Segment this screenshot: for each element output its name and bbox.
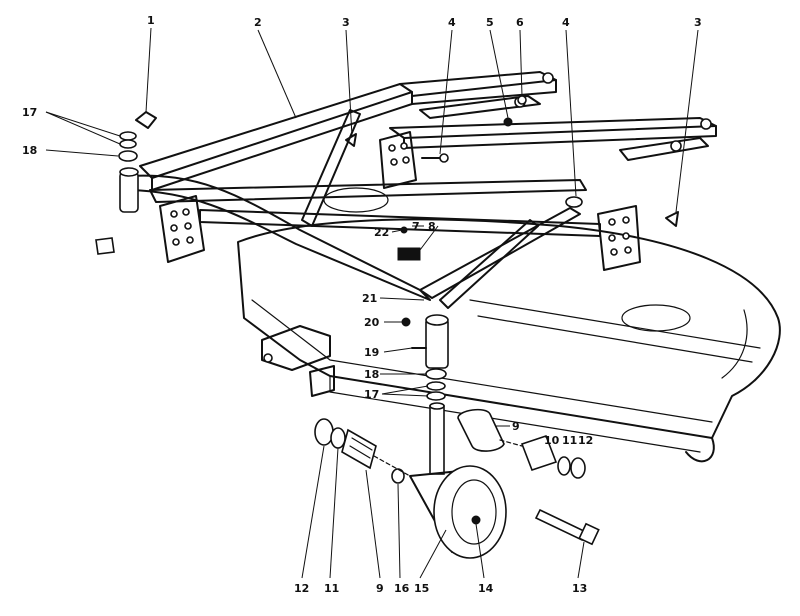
washer-17-center-b (426, 391, 446, 401)
callout-5: 5 (486, 16, 494, 29)
callout-9-left: 9 (376, 582, 384, 595)
nut-20 (401, 317, 411, 327)
callout-3-right: 3 (694, 16, 702, 29)
washer-12-left (314, 418, 334, 446)
adjustment-pad (397, 247, 421, 261)
callout-4-left: 4 (448, 16, 456, 29)
nut-5 (503, 117, 513, 127)
pivot-left-rear (542, 72, 554, 84)
callout-15: 15 (414, 582, 429, 595)
callout-6: 6 (516, 16, 524, 29)
callout-12-left: 12 (294, 582, 309, 595)
callout-labels: 1 2 3 4 5 6 4 3 17 18 22 7 8 21 20 19 18… (22, 14, 702, 595)
part-1-clip (135, 111, 157, 129)
pivot-right-rear (700, 118, 712, 130)
washer-11-left (330, 427, 346, 449)
callout-12-right: 12 (578, 434, 593, 447)
callout-20: 20 (364, 316, 380, 329)
callout-17-left: 17 (22, 106, 37, 119)
clip-3-right (665, 211, 679, 227)
nut-16 (391, 468, 405, 484)
callout-13: 13 (572, 582, 587, 595)
bearing-9-left (341, 428, 377, 470)
callout-4-right: 4 (562, 16, 570, 29)
bushing-18-left (118, 150, 138, 162)
upper-small-parts (95, 95, 679, 255)
callout-11-right: 11 (562, 434, 577, 447)
spacer-10 (520, 434, 558, 472)
callout-8: 8 (428, 220, 436, 233)
callout-11-left: 11 (324, 582, 339, 595)
wheel-hub (471, 515, 481, 525)
bushing-18-center (425, 368, 447, 380)
side-plate-left (159, 195, 205, 263)
mower-deck (237, 187, 781, 463)
callout-9-right: 9 (512, 420, 520, 433)
callout-18-center: 18 (364, 368, 379, 381)
washer-17-left-a (119, 131, 137, 141)
callout-10: 10 (544, 434, 560, 447)
side-plate-right (597, 205, 641, 271)
leader-lines (45, 27, 699, 579)
washer-17-center-a (426, 381, 446, 391)
caster-wheel-assembly (314, 402, 600, 559)
bolt-6 (517, 95, 527, 105)
diagonal-brace (301, 109, 361, 227)
callout-21: 21 (362, 292, 377, 305)
callout-14: 14 (478, 582, 494, 595)
callout-1: 1 (147, 14, 155, 27)
callout-2: 2 (254, 16, 262, 29)
clip-3-left (345, 133, 357, 147)
caster-stem (429, 405, 445, 475)
caster-tube-left (119, 171, 139, 213)
front-tube-bar (127, 174, 431, 301)
center-caster-stack (401, 317, 447, 401)
bearing-9-right (457, 408, 505, 452)
callout-3-left: 3 (342, 16, 350, 29)
callout-7: 7 (412, 220, 420, 233)
washer-12-right (570, 457, 586, 479)
callout-18-left: 18 (22, 144, 37, 157)
axle-bolt-13 (534, 508, 588, 542)
callout-16: 16 (394, 582, 410, 595)
spindle-opening-center (323, 187, 389, 213)
washer-11-right (557, 456, 571, 476)
callout-22: 22 (374, 226, 389, 239)
caster-cap-left (95, 237, 115, 255)
washer-17-left-b (119, 139, 137, 149)
side-plate-center (379, 131, 417, 189)
callout-17-center: 17 (364, 388, 379, 401)
wheel-15 (433, 465, 507, 559)
deck-front-bracket (261, 325, 331, 371)
callout-19: 19 (364, 346, 379, 359)
pin-4-right (565, 196, 583, 208)
